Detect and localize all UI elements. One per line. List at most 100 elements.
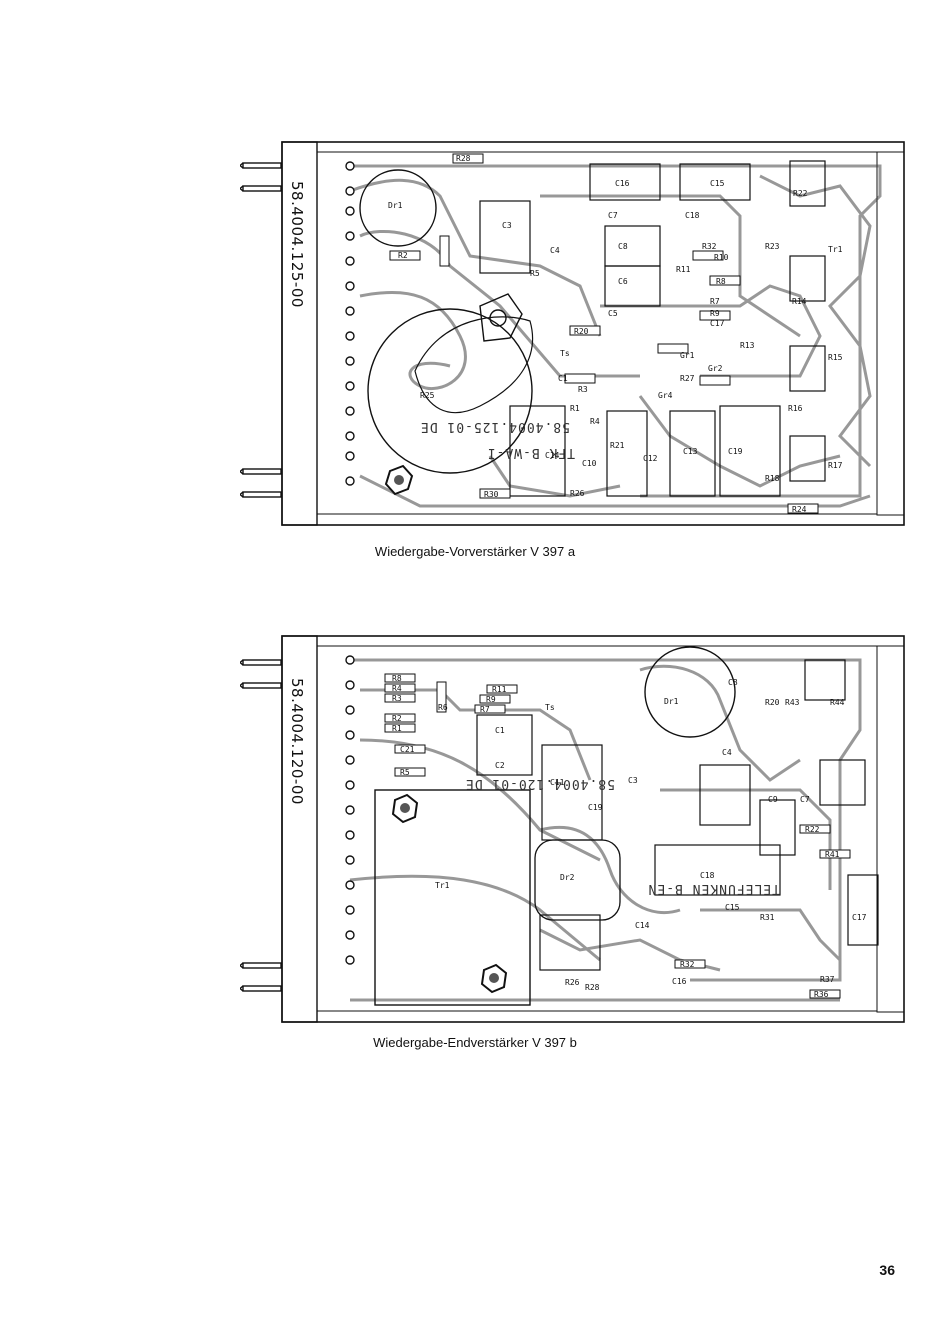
component-label: R37	[820, 975, 835, 984]
component-label: Tr1	[435, 881, 450, 890]
component-label: C5	[608, 309, 618, 318]
component-label: R20	[765, 698, 780, 707]
component-label: R11	[492, 685, 507, 694]
component-label: R1	[570, 404, 580, 413]
component-label: R26	[565, 978, 580, 987]
component-label: R20	[574, 327, 589, 336]
component-label: Dr2	[560, 873, 575, 882]
component-label: C4	[722, 748, 732, 757]
component-label: R44	[830, 698, 845, 707]
component-label: R22	[793, 189, 808, 198]
board-a-component-labels: R28 Dr1 R2 C3 C4 R5 C16 C15 R22 C7 C18 R…	[388, 154, 843, 514]
component-label: C4	[550, 246, 560, 255]
component-label: R22	[805, 825, 820, 834]
component-label: C15	[725, 903, 740, 912]
component-label: C9	[768, 795, 778, 804]
component-label: R21	[610, 441, 625, 450]
component-label: Gr1	[680, 351, 695, 360]
component-label: C10	[582, 459, 597, 468]
component-label: R41	[825, 850, 840, 859]
component-label: R2	[398, 251, 408, 260]
component-label: R24	[792, 505, 807, 514]
page-number: 36	[879, 1262, 895, 1278]
component-label: C12	[643, 454, 658, 463]
board-a-caption: Wiedergabe-Vorverstärker V 397 a	[374, 544, 576, 559]
component-label: C6	[618, 277, 628, 286]
component-label: R5	[530, 269, 540, 278]
component-label: Gr4	[658, 391, 673, 400]
component-label: Dr1	[388, 201, 403, 210]
component-label: R10	[714, 253, 729, 262]
board-b-mirror-text-2: TELEFUNKEN B-EN	[648, 881, 780, 896]
board-a-drawing: 58.4004.125-00	[240, 141, 905, 526]
circuit-board-b: 58.4004.120-00	[240, 630, 910, 1030]
board-a-mirror-text-2: TFK B-WA-I	[487, 445, 575, 460]
component-label: R32	[702, 242, 717, 251]
component-label: C3	[502, 221, 512, 230]
board-b-drawing: 58.4004.120-00	[240, 635, 905, 1023]
component-label: C14	[635, 921, 650, 930]
component-label: C14	[545, 451, 560, 460]
component-label: R7	[480, 705, 490, 714]
component-label: C19	[588, 803, 603, 812]
component-label: R27	[680, 374, 695, 383]
component-label: R3	[578, 385, 588, 394]
component-label: C1	[495, 726, 505, 735]
component-label: R16	[788, 404, 803, 413]
component-label: R30	[484, 490, 499, 499]
component-label: R25	[420, 391, 435, 400]
component-label: C8	[618, 242, 628, 251]
component-label: R9	[486, 695, 496, 704]
component-label: R28	[456, 154, 471, 163]
component-label: C1	[558, 374, 568, 383]
component-label: R11	[676, 265, 691, 274]
component-label: R32	[680, 960, 695, 969]
component-label: Gr2	[708, 364, 723, 373]
component-label: R9	[710, 309, 720, 318]
component-label: C17	[710, 319, 725, 328]
component-label: C18	[700, 871, 715, 880]
component-label: C15	[710, 179, 725, 188]
component-label: C16	[672, 977, 687, 986]
component-label: R28	[585, 983, 600, 992]
component-label: Ts	[560, 349, 570, 358]
component-label: C13	[683, 447, 698, 456]
component-label: R23	[765, 242, 780, 251]
board-a-part-number: 58.4004.125-00	[288, 181, 306, 308]
component-label: R5	[400, 768, 410, 777]
component-label: Tr1	[828, 245, 843, 254]
component-label: R36	[814, 990, 829, 999]
component-label: R3	[392, 694, 402, 703]
component-label: R4	[392, 684, 402, 693]
component-label: R26	[570, 489, 585, 498]
component-label: C8	[728, 678, 738, 687]
board-b-caption: Wiedergabe-Endverstärker V 397 b	[373, 1035, 577, 1050]
component-label: R31	[760, 913, 775, 922]
component-label: R8	[716, 277, 726, 286]
component-label: C2	[495, 761, 505, 770]
component-label: R13	[740, 341, 755, 350]
component-label: C17	[852, 913, 867, 922]
component-label: R1	[392, 724, 402, 733]
circuit-board-a: 58.4004.125-00	[240, 136, 910, 531]
component-label: R43	[785, 698, 800, 707]
component-label: Dr1	[664, 697, 679, 706]
component-label: C3	[628, 776, 638, 785]
component-label: R18	[765, 474, 780, 483]
component-label: R17	[828, 461, 843, 470]
component-label: C18	[685, 211, 700, 220]
component-label: C7	[800, 795, 810, 804]
component-label: C16	[615, 179, 630, 188]
component-label: Ts	[545, 703, 555, 712]
component-label: C21	[400, 745, 415, 754]
board-b-component-labels: R8 R4 R3 R2 R1 C21 R5 R6 R11 R9 R7 C1 C2…	[392, 674, 867, 999]
component-label: R2	[392, 714, 402, 723]
board-b-mirror-text-1: 58.4004.120-01 DE	[465, 776, 615, 791]
component-label: R14	[792, 297, 807, 306]
component-label: R8	[392, 674, 402, 683]
component-label: R15	[828, 353, 843, 362]
component-label: C7	[608, 211, 618, 220]
component-label: C19	[728, 447, 743, 456]
component-label: R6	[438, 703, 448, 712]
component-label: R4	[590, 417, 600, 426]
